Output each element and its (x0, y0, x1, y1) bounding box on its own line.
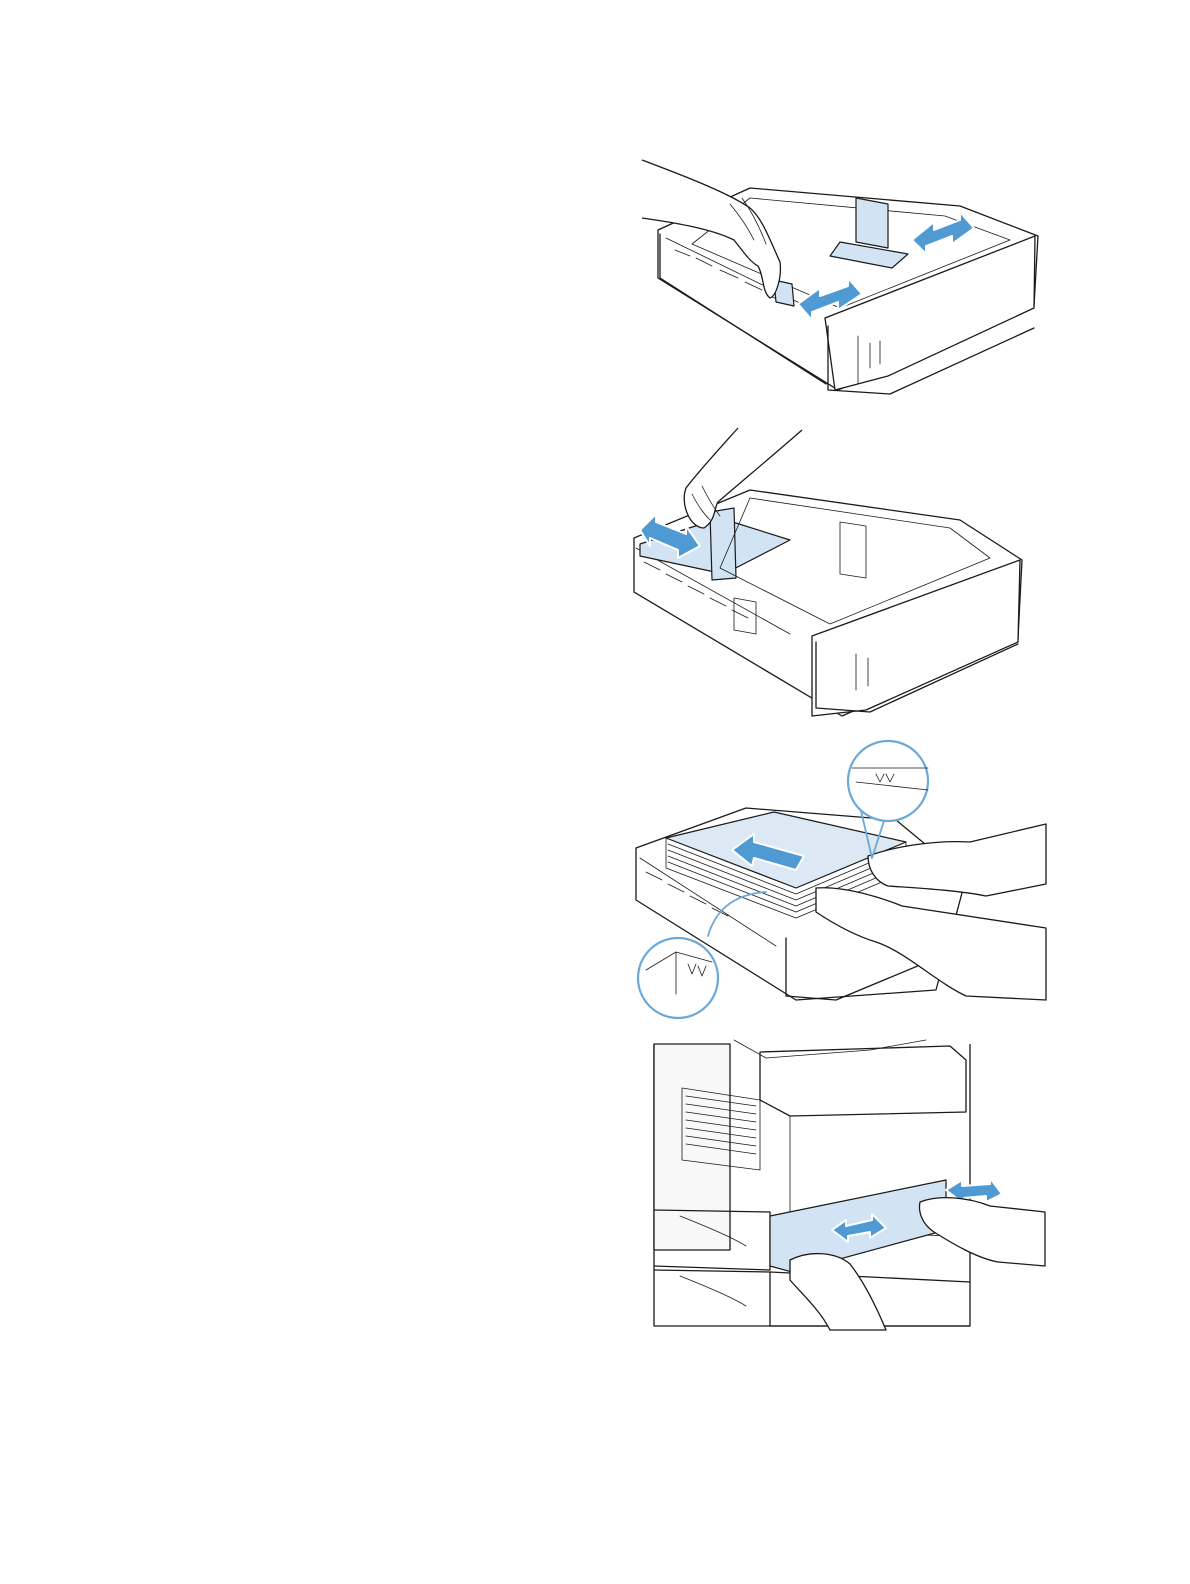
load-paper-stack-icon (636, 738, 1046, 1023)
length-guide-adjust-icon (630, 428, 1030, 718)
insert-tray-icon (650, 1040, 1045, 1330)
paper-guide-adjust-icon (630, 158, 1050, 403)
callout-bottom-left (638, 938, 718, 1018)
load-paper-illustration (636, 738, 1046, 1023)
tray-width-guides-illustration (630, 158, 1050, 403)
tray-length-guide-illustration (630, 428, 1030, 718)
insert-tray-illustration (650, 1040, 1045, 1330)
callout-top-right (848, 741, 928, 821)
